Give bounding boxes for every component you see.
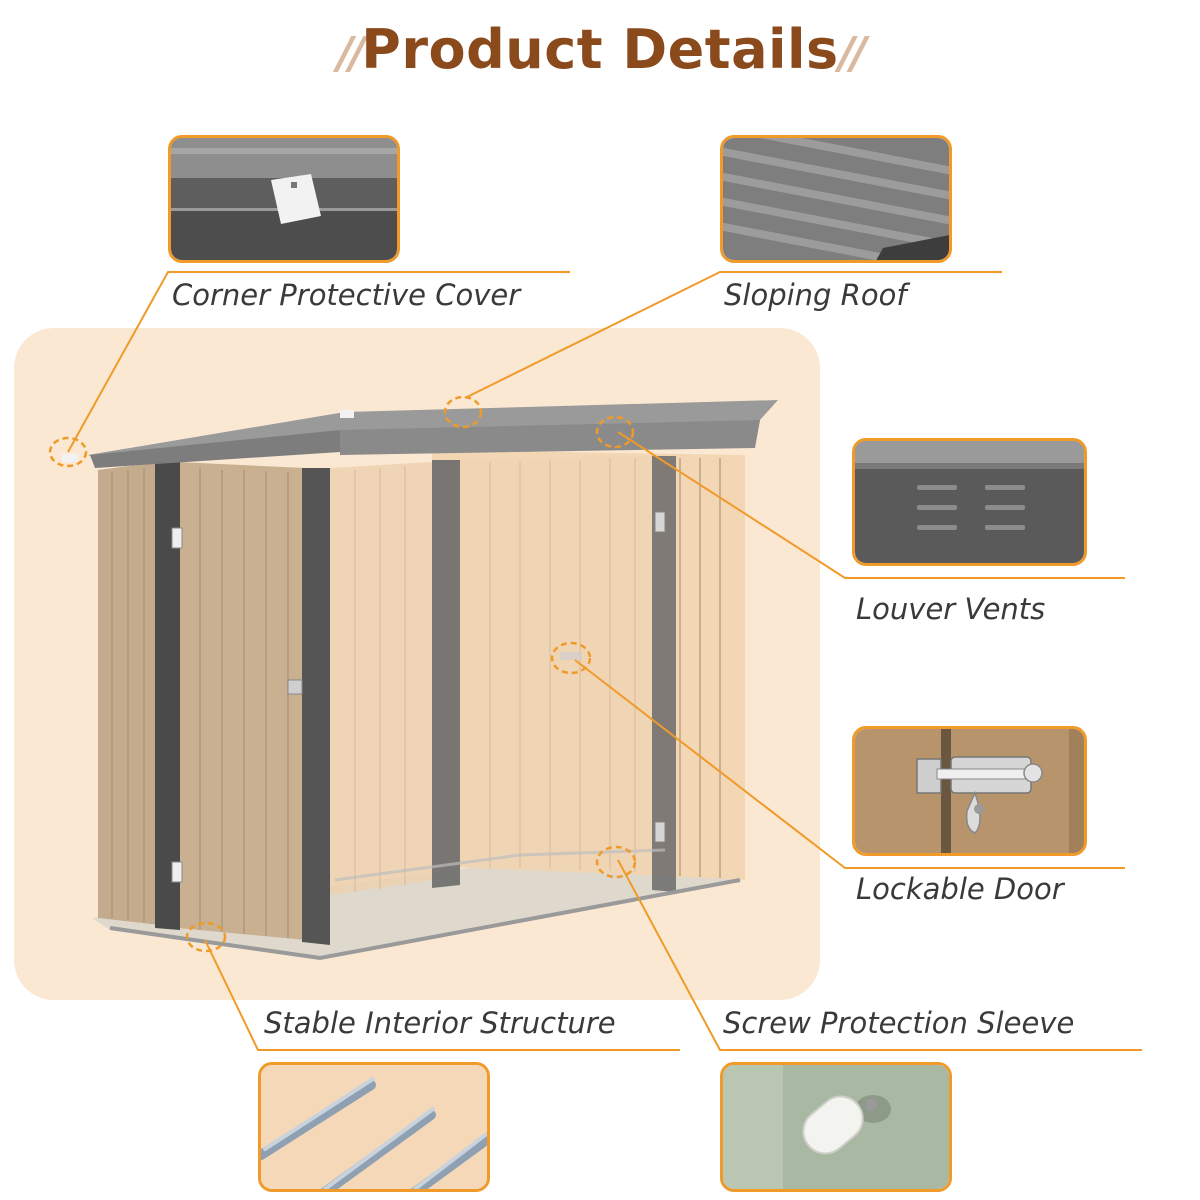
title-slash-left: // (337, 28, 365, 79)
interior-frame-photo (258, 1062, 490, 1192)
door-latch-photo (852, 726, 1087, 856)
callout-circle-screw (595, 845, 637, 879)
shed-post-mid-left (302, 468, 330, 945)
label-lockable-door: Lockable Door (856, 872, 1064, 906)
callout-circle-door (550, 641, 592, 675)
shed-post-right (652, 456, 676, 892)
label-louver-vents: Louver Vents (856, 592, 1046, 626)
label-sloping-roof: Sloping Roof (724, 278, 907, 312)
shed-roof-face (340, 420, 760, 455)
louver-vents-photo (852, 438, 1087, 566)
shed-left-door (178, 462, 305, 940)
shed-front-panel-right (460, 456, 655, 875)
callout-circle-corner (48, 436, 88, 468)
callout-circle-interior (185, 921, 227, 953)
label-stable-interior-structure: Stable Interior Structure (264, 1006, 616, 1040)
shed-roof-top (88, 400, 778, 462)
label-corner-protective-cover: Corner Protective Cover (172, 278, 521, 312)
corner-cover-photo (168, 135, 400, 263)
door-latch (287, 679, 303, 695)
shed-post-center (432, 460, 460, 888)
screw-sleeve-photo (720, 1062, 952, 1192)
shed-ribs (111, 458, 721, 938)
sloping-roof-photo (720, 135, 952, 263)
label-screw-protection-sleeve: Screw Protection Sleeve (723, 1006, 1075, 1040)
callout-circle-vents (595, 415, 635, 449)
callout-circle-roof (443, 395, 483, 429)
corner-cap-top (340, 410, 354, 418)
shed-post-left (155, 462, 180, 930)
corner-cap-left (62, 454, 78, 462)
title-text: Product Details (361, 18, 839, 81)
page-title: //Product Details// (0, 18, 1200, 81)
title-slash-right: // (838, 28, 867, 79)
